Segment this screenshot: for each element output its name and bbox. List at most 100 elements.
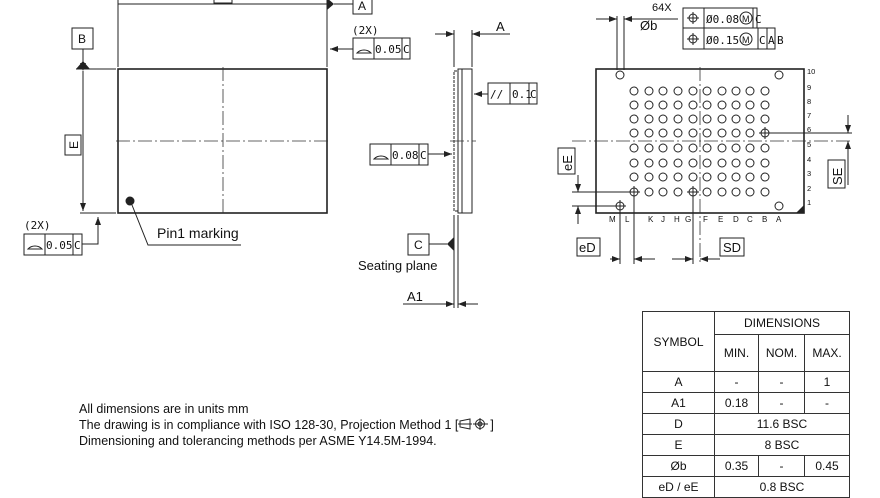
solder-ball — [644, 86, 654, 96]
datum-c: C — [414, 238, 423, 252]
datum-b: B — [78, 32, 86, 46]
solder-ball — [658, 100, 668, 110]
note-units: All dimensions are in units mm — [79, 402, 249, 416]
solder-ball — [731, 187, 741, 197]
max-header: MAX. — [804, 334, 850, 372]
solder-ball — [688, 128, 698, 138]
solder-ball — [731, 143, 741, 153]
row-label: 2 — [807, 184, 811, 193]
solder-ball — [717, 187, 727, 197]
solder-ball — [731, 100, 741, 110]
solder-ball — [673, 128, 683, 138]
fcf-datum: C — [403, 43, 410, 56]
column-label: J — [661, 215, 665, 224]
solder-ball — [702, 128, 712, 138]
solder-ball — [717, 128, 727, 138]
datum-ball — [759, 127, 771, 139]
solder-ball — [774, 201, 784, 211]
solder-ball — [760, 158, 770, 168]
row-label: 9 — [807, 83, 811, 92]
fcf-datum: C — [755, 13, 762, 26]
solder-ball — [702, 114, 712, 124]
cell-max: - — [804, 392, 850, 414]
solder-ball — [731, 158, 741, 168]
solder-ball — [731, 128, 741, 138]
column-label: E — [718, 215, 723, 224]
cell-symbol: D — [642, 413, 715, 435]
solder-ball — [629, 158, 639, 168]
solder-ball — [760, 114, 770, 124]
fcf-tolerance: Ø0.15 — [706, 34, 739, 47]
profile-surface-icon — [355, 49, 373, 54]
mmc-modifier: M — [742, 35, 750, 45]
row-label: 1 — [807, 198, 811, 207]
solder-ball — [658, 143, 668, 153]
solder-ball — [644, 128, 654, 138]
solder-ball — [702, 143, 712, 153]
pin1-dot — [125, 196, 135, 206]
solder-ball — [629, 86, 639, 96]
cell-symbol: E — [642, 434, 715, 456]
solder-ball — [717, 172, 727, 182]
cell-symbol: Øb — [642, 455, 715, 477]
solder-ball — [673, 86, 683, 96]
solder-ball — [745, 100, 755, 110]
solder-ball — [673, 158, 683, 168]
solder-ball — [629, 172, 639, 182]
profile-surface-icon — [372, 155, 390, 160]
solder-ball — [615, 70, 625, 80]
dim-a: A — [496, 19, 505, 34]
solder-ball — [644, 143, 654, 153]
solder-ball — [731, 86, 741, 96]
symbol-header: SYMBOL — [642, 311, 715, 372]
projection-method-icon — [458, 418, 489, 430]
parallelism-icon: // — [490, 88, 503, 101]
solder-ball — [731, 114, 741, 124]
solder-ball — [688, 158, 698, 168]
solder-ball — [629, 114, 639, 124]
solder-ball — [629, 143, 639, 153]
solder-ball — [658, 86, 668, 96]
solder-ball — [673, 114, 683, 124]
profile-surface-icon — [26, 245, 44, 250]
solder-ball — [760, 100, 770, 110]
solder-ball — [745, 158, 755, 168]
solder-ball — [644, 114, 654, 124]
fcf-datum: B — [777, 34, 784, 47]
solder-ball — [731, 172, 741, 182]
fcf-tolerance: 0.05 — [375, 43, 402, 56]
fcf-datum: C — [420, 149, 427, 162]
flatness-tolerance: 0.08 — [392, 149, 419, 162]
note-iso-bracket: ] — [490, 418, 494, 432]
solder-ball — [717, 86, 727, 96]
column-label: M — [609, 215, 616, 224]
column-label: D — [733, 215, 739, 224]
solder-ball — [702, 86, 712, 96]
cell-min: 0.18 — [714, 392, 759, 414]
table-row: A--1 — [642, 371, 850, 393]
position-fcf: Ø0.08 M C Ø0.15 M C A B — [682, 7, 784, 50]
top-view: Pin1 marking A (2X) 0.05 C B E (2X) 0.05… — [23, 0, 411, 256]
solder-ball — [673, 187, 683, 197]
cell-symbol: A1 — [642, 392, 715, 414]
notes: All dimensions are in units mm The drawi… — [79, 401, 494, 449]
seating-plane-label: Seating plane — [358, 258, 438, 273]
solder-ball — [702, 172, 712, 182]
fcf-datum: C — [530, 88, 537, 101]
solder-ball — [760, 187, 770, 197]
solder-ball — [644, 100, 654, 110]
solder-ball — [760, 172, 770, 182]
nom-header: NOM. — [758, 334, 805, 372]
solder-ball — [702, 187, 712, 197]
dim-a1: A1 — [407, 289, 423, 304]
side-view: A // 0.1 C 0.08 C C Seating plane A1 — [358, 19, 538, 308]
solder-ball — [760, 86, 770, 96]
row-label: 4 — [807, 155, 811, 164]
parallelism-tolerance: 0.1 — [512, 88, 532, 101]
position-icon — [687, 12, 699, 24]
solder-ball — [745, 114, 755, 124]
solder-ball — [629, 128, 639, 138]
